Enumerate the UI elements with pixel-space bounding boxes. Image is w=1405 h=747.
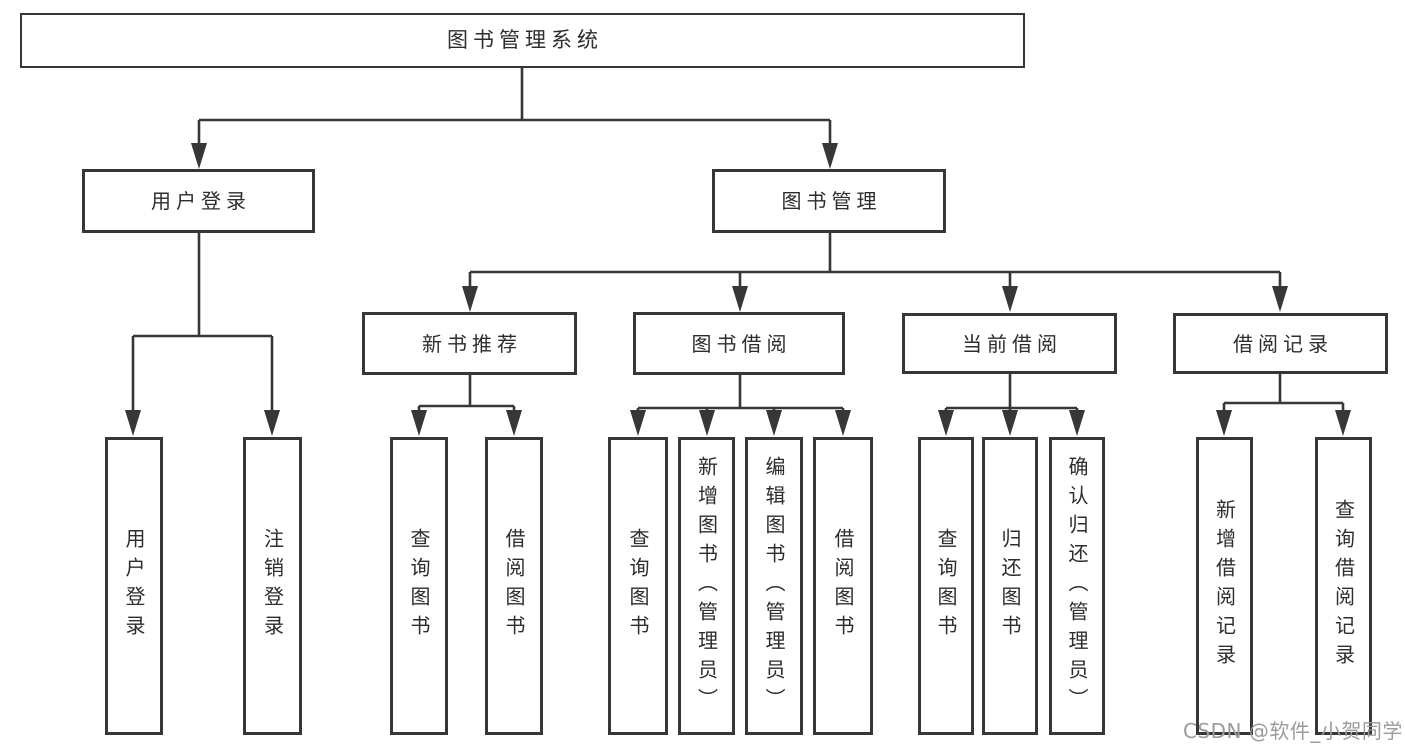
node-label: 编辑图书（管理员） bbox=[762, 455, 786, 717]
node-label: 查询借阅记录 bbox=[1331, 499, 1356, 673]
leaf-records-add-borrow-record: 新增借阅记录 bbox=[1196, 437, 1253, 735]
node-label: 借阅图书 bbox=[831, 528, 855, 644]
node-label: 确认归还（管理员） bbox=[1065, 455, 1089, 717]
node-borrowing-records: 借阅记录 bbox=[1173, 313, 1388, 374]
node-label: 注销登录 bbox=[260, 528, 285, 644]
leaf-borrowing-add-books-admin: 新增图书（管理员） bbox=[678, 437, 735, 735]
leaf-newbook-borrow-books: 借阅图书 bbox=[485, 437, 543, 735]
leaf-borrowing-edit-books-admin: 编辑图书（管理员） bbox=[745, 437, 803, 735]
leaf-user-login: 用户登录 bbox=[105, 437, 163, 735]
node-book-management: 图书管理 bbox=[712, 169, 946, 233]
leaf-records-query-borrow-record: 查询借阅记录 bbox=[1315, 437, 1372, 735]
leaf-current-query-books: 查询图书 bbox=[918, 437, 974, 735]
leaf-borrowing-borrow-books: 借阅图书 bbox=[813, 437, 873, 735]
node-label: 查询图书 bbox=[407, 528, 431, 644]
node-book-borrowing: 图书借阅 bbox=[633, 312, 845, 375]
node-label: 图书借阅 bbox=[691, 331, 792, 356]
node-user-login: 用户登录 bbox=[82, 169, 315, 233]
node-label: 用户登录 bbox=[151, 189, 251, 213]
node-library-management-system: 图书管理系统 bbox=[20, 13, 1025, 68]
leaf-newbook-query-books: 查询图书 bbox=[390, 437, 448, 735]
node-label: 用户登录 bbox=[122, 528, 146, 644]
leaf-current-return-books: 归还图书 bbox=[982, 437, 1038, 735]
node-label: 借阅图书 bbox=[502, 528, 526, 644]
node-new-book-recommendation: 新书推荐 bbox=[362, 312, 577, 375]
node-label: 当前借阅 bbox=[962, 331, 1062, 356]
leaf-current-confirm-return-admin: 确认归还（管理员） bbox=[1049, 437, 1105, 735]
node-label: 归还图书 bbox=[998, 528, 1022, 644]
node-label: 图书管理 bbox=[781, 189, 882, 213]
node-label: 查询图书 bbox=[626, 528, 650, 644]
node-label: 借阅记录 bbox=[1233, 331, 1333, 356]
node-label: 图书管理系统 bbox=[447, 28, 603, 52]
node-label: 新增借阅记录 bbox=[1212, 499, 1237, 673]
csdn-watermark: CSDN @软件_小贺同学 bbox=[1183, 719, 1403, 743]
leaf-borrowing-query-books: 查询图书 bbox=[608, 437, 668, 735]
node-label: 新增图书（管理员） bbox=[694, 455, 719, 717]
node-label: 查询图书 bbox=[934, 528, 958, 644]
node-label: 新书推荐 bbox=[422, 331, 522, 356]
node-current-borrowing: 当前借阅 bbox=[902, 313, 1117, 374]
arrowhead-icons bbox=[125, 143, 1351, 436]
leaf-logout: 注销登录 bbox=[243, 437, 302, 735]
